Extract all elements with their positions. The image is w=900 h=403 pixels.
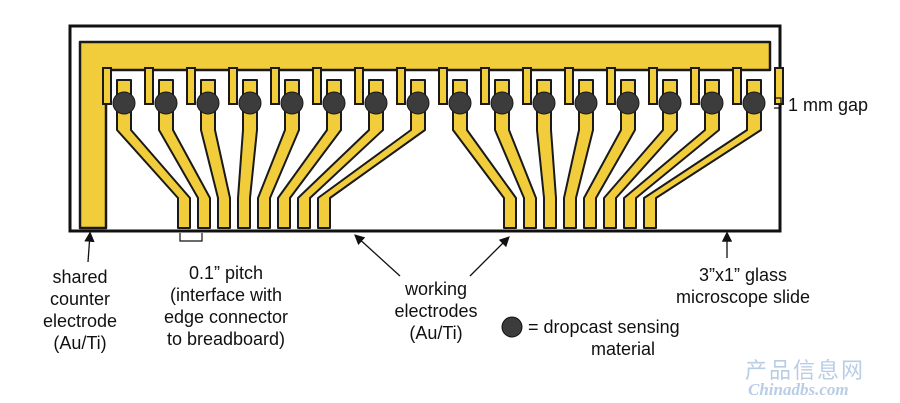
dropcast-dot bbox=[154, 91, 178, 115]
dropcast-dot bbox=[196, 91, 220, 115]
dropcast-dot bbox=[280, 91, 304, 115]
counter-finger bbox=[438, 67, 448, 105]
dropcast-dot bbox=[700, 91, 724, 115]
counter-finger bbox=[648, 67, 658, 105]
counter-finger bbox=[480, 67, 490, 105]
dropcast-dot bbox=[112, 91, 136, 115]
counter-finger bbox=[606, 67, 616, 105]
counter-finger bbox=[522, 67, 532, 105]
dropcast-dot bbox=[742, 91, 766, 115]
dropcast-legend-dot bbox=[501, 316, 523, 338]
counter-finger bbox=[228, 67, 238, 105]
dropcast-label: = dropcast sensing material bbox=[528, 317, 680, 359]
pitch-label: 0.1” pitch (interface with edge connecto… bbox=[163, 263, 289, 349]
dropcast-dot bbox=[574, 91, 598, 115]
dropcast-dot bbox=[448, 91, 472, 115]
dropcast-dots bbox=[112, 91, 766, 115]
counter-finger bbox=[270, 67, 280, 105]
dropcast-dot bbox=[490, 91, 514, 115]
counter-finger bbox=[690, 67, 700, 105]
counter-finger bbox=[144, 67, 154, 105]
arrow-working-right bbox=[469, 236, 510, 277]
dropcast-dot bbox=[658, 91, 682, 115]
counter-finger bbox=[732, 67, 742, 105]
counter-finger bbox=[564, 67, 574, 105]
dropcast-dot bbox=[616, 91, 640, 115]
shared-counter-label: shared counter electrode (Au/Ti) bbox=[42, 267, 118, 353]
counter-finger bbox=[312, 67, 322, 105]
counter-finger bbox=[354, 67, 364, 105]
arrow-counter-electrode bbox=[84, 231, 95, 263]
dropcast-dot bbox=[238, 91, 262, 115]
dropcast-dot bbox=[532, 91, 556, 115]
pitch-bracket bbox=[179, 233, 203, 242]
watermark-cn: 产品信息网 bbox=[745, 358, 866, 383]
dropcast-dot bbox=[322, 91, 346, 115]
gap-bracket bbox=[774, 97, 782, 109]
counter-electrode-fingers bbox=[102, 67, 784, 105]
arrow-working-left bbox=[354, 234, 401, 277]
dropcast-dot bbox=[406, 91, 430, 115]
counter-finger bbox=[186, 67, 196, 105]
counter-finger bbox=[774, 67, 784, 105]
gap-label: 1 mm gap bbox=[788, 95, 869, 115]
glass-slide-label: 3”x1” glass microscope slide bbox=[675, 265, 811, 307]
watermark-en: Chinadbs.com bbox=[748, 380, 849, 399]
working-electrodes-label: working electrodes (Au/Ti) bbox=[394, 279, 478, 343]
counter-finger bbox=[102, 67, 112, 105]
counter-finger bbox=[396, 67, 406, 105]
dropcast-dot bbox=[364, 91, 388, 115]
